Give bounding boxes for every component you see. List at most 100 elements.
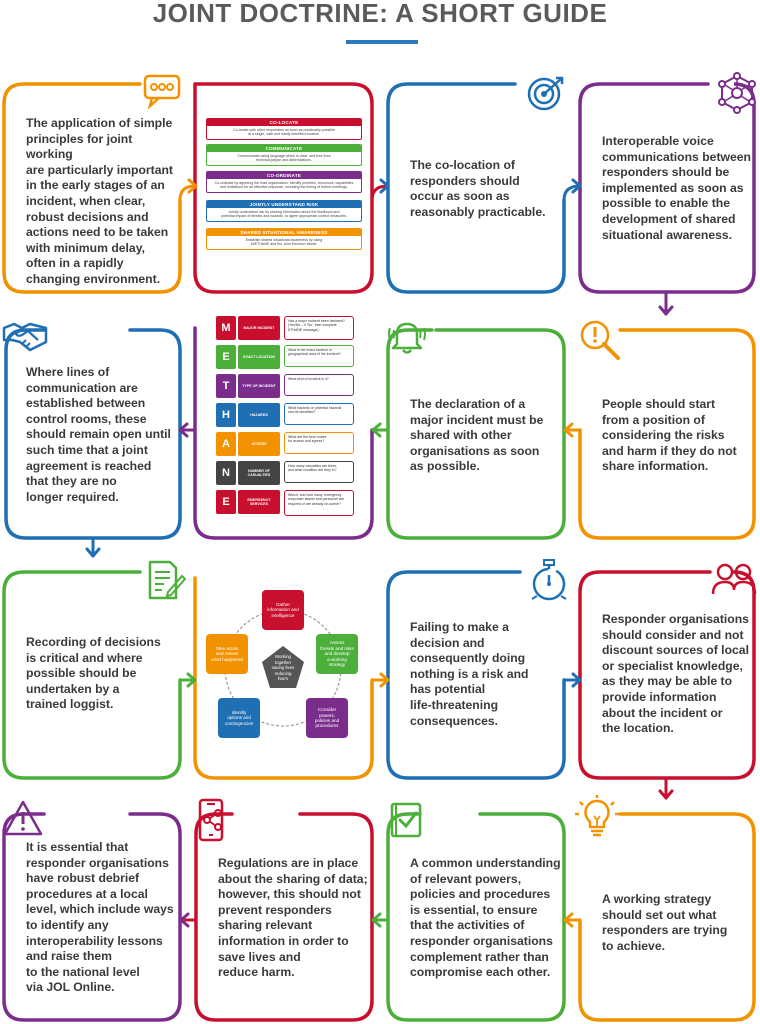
principle-head: SHARED SITUATIONAL AWARENESS — [207, 229, 361, 236]
decision-centre: Working together saving lives reducing h… — [271, 654, 295, 682]
methane-question: How many casualties are there, and what … — [284, 461, 354, 483]
principle-co-locate: CO-LOCATE Co-locate with other responder… — [206, 118, 362, 140]
arrowhead-7 — [178, 422, 189, 438]
people-icon — [711, 563, 757, 595]
methane-letter: T — [216, 374, 236, 398]
arrowhead-13 — [563, 912, 574, 928]
arrowhead-15 — [179, 912, 190, 928]
arrowhead-9 — [186, 672, 197, 688]
principle-body: Jointly understand risk by sharing infor… — [221, 210, 347, 219]
decision-step-act: Take action and review what happened — [206, 634, 248, 674]
card-text-1: The application of simple principles for… — [26, 116, 173, 286]
alarm-bell-icon — [388, 322, 426, 354]
methane-row: A ACCESS What are the best routes for ac… — [216, 432, 356, 460]
network-icon — [718, 72, 756, 114]
decision-step-gather: Gather information and intelligence — [262, 590, 304, 630]
stopwatch-icon — [531, 559, 567, 601]
methane-row: T TYPE OF INCIDENT What kind of incident… — [216, 374, 356, 402]
target-icon — [527, 76, 564, 111]
handshake-icon — [2, 322, 48, 352]
methane-question: What hazards or potential hazards can be… — [284, 403, 354, 425]
principle-communicate: COMMUNICATE Communicate using language w… — [206, 144, 362, 166]
methane-label: NUMBER OF CASUALTIES — [238, 461, 280, 485]
arrowhead-3 — [571, 178, 582, 194]
methane-question: Has a major incident been declared? (Yes… — [284, 316, 354, 340]
frame-c7 — [2, 570, 182, 780]
mobile-share-icon — [198, 798, 224, 842]
arrowhead-12 — [658, 789, 674, 800]
speech-bubble-icon — [143, 74, 181, 110]
magnifier-warning-icon — [580, 320, 620, 360]
arrowhead-6 — [371, 422, 382, 438]
decision-step-consider: Consider powers, policies and procedures — [306, 698, 348, 738]
frame-c8 — [386, 570, 566, 780]
frame-c11 — [386, 812, 566, 1022]
arrowhead-14 — [371, 912, 382, 928]
methane-letter: E — [216, 345, 236, 369]
methane-panel: M MAJOR INCIDENT Has a major incident be… — [216, 316, 366, 526]
arrowhead-4 — [658, 305, 674, 316]
arrowhead-11 — [571, 672, 582, 688]
methane-question: Which, and how many, emergency responder… — [284, 490, 354, 516]
principle-jointly-understand-risk: JOINTLY UNDERSTAND RISK Jointly understa… — [206, 200, 362, 222]
methane-letter: E — [216, 490, 236, 514]
principle-head: JOINTLY UNDERSTAND RISK — [207, 201, 361, 208]
methane-question: What kind of incident is it? — [284, 374, 354, 396]
arrowhead-10 — [379, 672, 390, 688]
methane-letter: N — [216, 461, 236, 485]
card-text-12: Regulations are in place about the shari… — [218, 856, 368, 980]
frame-c12 — [194, 812, 374, 1022]
card-text-10: A working strategy should set out what r… — [602, 892, 728, 953]
arrow-3 — [562, 184, 582, 202]
methane-row: E EXACT LOCATION What is the exact locat… — [216, 345, 356, 373]
arrowhead-2 — [379, 178, 390, 194]
card-text-2: The co-location of responders should occ… — [410, 158, 546, 219]
page-title: JOINT DOCTRINE: A SHORT GUIDE — [152, 0, 608, 28]
principles-panel: CO-LOCATE Co-locate with other responder… — [198, 112, 368, 262]
principle-body: Co-locate with other responders as soon … — [233, 128, 335, 137]
methane-label: ACCESS — [238, 432, 280, 456]
frame-panel3 — [193, 576, 374, 780]
frame-c13 — [2, 812, 182, 1022]
methane-label: TYPE OF INCIDENT — [238, 374, 280, 398]
methane-question: What are the best routes for access and … — [284, 432, 354, 454]
methane-row: E EMERGENCY SERVICES Which, and how many… — [216, 490, 356, 518]
principle-shared-situational-awareness: SHARED SITUATIONAL AWARENESS Establish s… — [206, 228, 362, 250]
card-text-8: Failing to make a decision and consequen… — [410, 620, 529, 728]
arrowhead-1 — [187, 178, 198, 194]
frame-c1 — [2, 82, 182, 294]
arrow-2 — [370, 184, 390, 202]
card-text-11: A common understanding of relevant power… — [410, 856, 561, 980]
principle-body: Co-ordinate by agreeing the lead organis… — [214, 181, 354, 190]
frame-c10 — [578, 812, 756, 1022]
card-text-4: People should start from a position of c… — [602, 397, 737, 474]
methane-label: MAJOR INCIDENT — [238, 316, 280, 340]
frame-c2 — [386, 82, 566, 294]
methane-letter: H — [216, 403, 236, 427]
arrowhead-8 — [85, 547, 101, 558]
frame-c4 — [578, 328, 756, 540]
methane-label: HAZARDS — [238, 403, 280, 427]
card-text-6: Where lines of communication are establi… — [26, 365, 171, 504]
lightbulb-icon — [575, 795, 619, 837]
checkbook-icon — [390, 802, 422, 838]
document-pen-icon — [148, 560, 186, 600]
methane-row: N NUMBER OF CASUALTIES How many casualti… — [216, 461, 356, 489]
methane-row: H HAZARDS What hazards or potential haza… — [216, 403, 356, 431]
methane-label: EXACT LOCATION — [238, 345, 280, 369]
principle-head: CO-LOCATE — [207, 119, 361, 126]
frame-panel1 — [193, 82, 374, 294]
methane-label: EMERGENCY SERVICES — [238, 490, 280, 514]
methane-letter: A — [216, 432, 236, 456]
decision-model-panel: Working together saving lives reducing h… — [200, 584, 366, 748]
frame-panel2 — [193, 326, 374, 540]
card-text-3: Interoperable voice communications betwe… — [602, 134, 751, 242]
arrow-1 — [178, 184, 197, 202]
decision-step-identify: Identify options and contingencies — [218, 698, 260, 738]
warning-triangle-icon — [3, 800, 43, 836]
principle-body: Communicate using language which is clea… — [237, 154, 331, 163]
methane-question: What is the exact location or geographic… — [284, 345, 354, 367]
card-text-13: It is essential that responder organisat… — [26, 840, 174, 995]
principle-body: Establish shared situational awareness b… — [245, 238, 323, 247]
